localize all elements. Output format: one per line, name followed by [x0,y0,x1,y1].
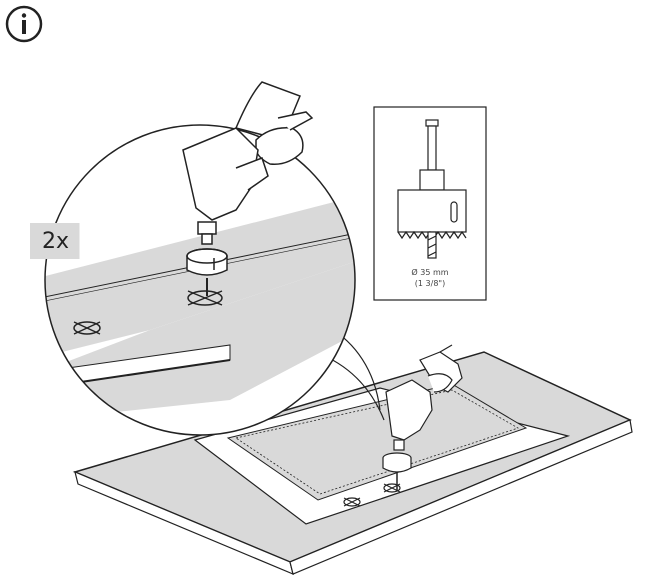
diameter-in-label: (1 3/8") [414,279,446,288]
drill-small [382,344,463,490]
hole-saw-icon [397,119,467,259]
hole-mark-large-1 [73,321,101,335]
drill-large [182,81,314,296]
countertop [72,351,633,576]
info-circle-icon [5,5,43,43]
quantity-callout [30,223,81,259]
hole-saw-detail-box [373,106,487,301]
quantity-label: 2x [42,229,70,254]
diameter-mm-label: Ø 35 mm [411,268,449,277]
hole-mark-small-1 [343,497,361,507]
hole-mark-large-2 [187,290,223,306]
zoom-detail-circle [44,124,356,436]
